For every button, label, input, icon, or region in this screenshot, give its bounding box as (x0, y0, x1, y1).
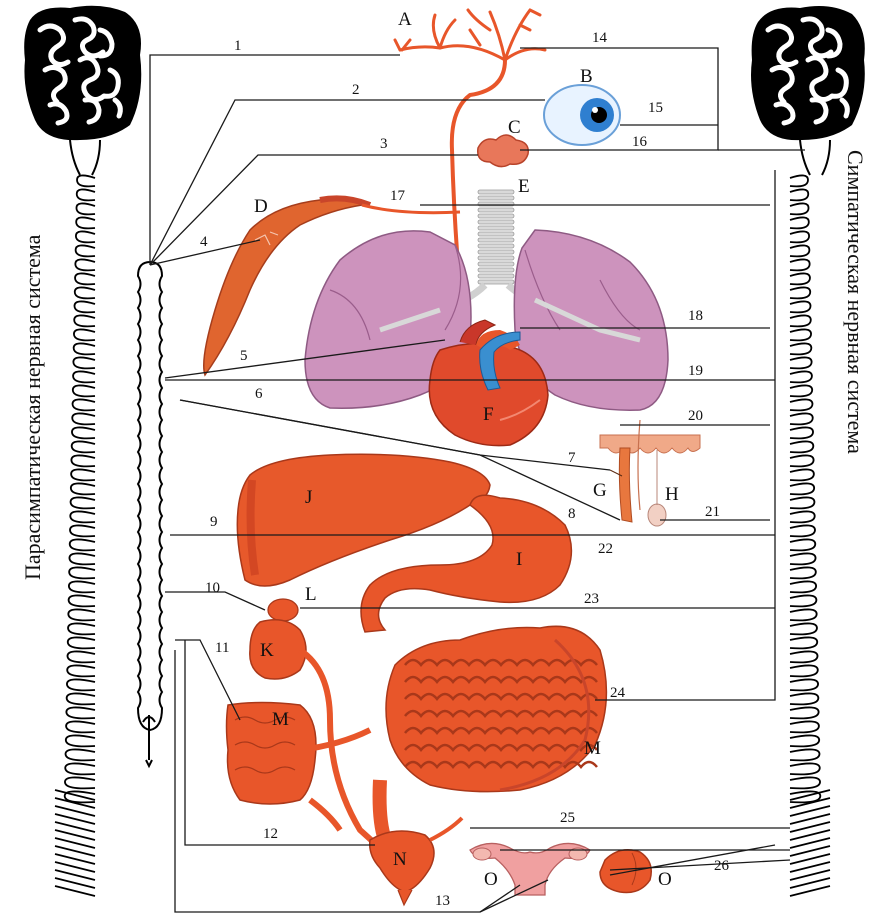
organ-o-testis (600, 850, 651, 893)
letter-g: G (593, 480, 607, 501)
number-18: 18 (688, 308, 703, 324)
letter-i: I (516, 549, 522, 570)
number-24: 24 (610, 685, 626, 701)
letter-h: H (665, 484, 679, 505)
sympathetic-chain-icon-right (790, 175, 830, 896)
number-6: 6 (255, 386, 263, 402)
letter-j: J (305, 487, 312, 508)
right-brainstem (800, 140, 830, 175)
sympathetic-chain-icon-left (55, 175, 95, 896)
number-17: 17 (390, 188, 406, 204)
letter-m-left: M (272, 709, 289, 730)
number-5: 5 (240, 348, 248, 364)
number-12: 12 (263, 826, 278, 842)
number-3: 3 (380, 136, 388, 152)
organ-b-eye (544, 85, 620, 145)
brain-icon-right (751, 6, 865, 140)
right-side-title: Симпатическая нервная система (843, 150, 868, 454)
number-10: 10 (205, 580, 220, 596)
letter-a: A (398, 9, 412, 30)
number-21: 21 (705, 504, 720, 520)
number-22: 22 (598, 541, 613, 557)
letter-m-right: M (584, 738, 601, 759)
number-8: 8 (568, 506, 576, 522)
letter-o-uterus: O (484, 869, 498, 890)
organ-g-h-skin (600, 420, 700, 526)
spinal-cord-icon (138, 262, 162, 766)
letter-l: L (305, 584, 317, 605)
letter-n: N (393, 849, 407, 870)
letter-f: F (483, 404, 494, 425)
number-11: 11 (215, 640, 229, 656)
letter-b: B (580, 66, 593, 87)
number-1: 1 (234, 38, 242, 54)
number-13: 13 (435, 893, 450, 909)
letter-o-testis: O (658, 869, 672, 890)
number-2: 2 (352, 82, 360, 98)
brain-icon-left (24, 6, 141, 140)
number-9: 9 (210, 514, 218, 530)
organ-m-large-intestine (227, 703, 386, 841)
letter-k: K (260, 640, 274, 661)
number-7: 7 (568, 450, 576, 466)
number-25: 25 (560, 810, 575, 826)
number-26: 26 (714, 858, 730, 874)
left-side-title: Парасимпатическая нервная система (20, 234, 45, 580)
organ-l-gallbladder (268, 599, 298, 621)
letter-d: D (254, 196, 268, 217)
organ-c-salivary-gland (478, 135, 529, 167)
number-15: 15 (648, 100, 663, 116)
number-20: 20 (688, 408, 703, 424)
number-19: 19 (688, 363, 703, 379)
number-16: 16 (632, 134, 648, 150)
letter-e: E (518, 176, 530, 197)
letter-c: C (508, 117, 521, 138)
organ-m-small-intestine (386, 626, 606, 791)
number-4: 4 (200, 234, 208, 250)
number-14: 14 (592, 30, 608, 46)
number-23: 23 (584, 591, 599, 607)
left-brainstem (70, 140, 100, 175)
